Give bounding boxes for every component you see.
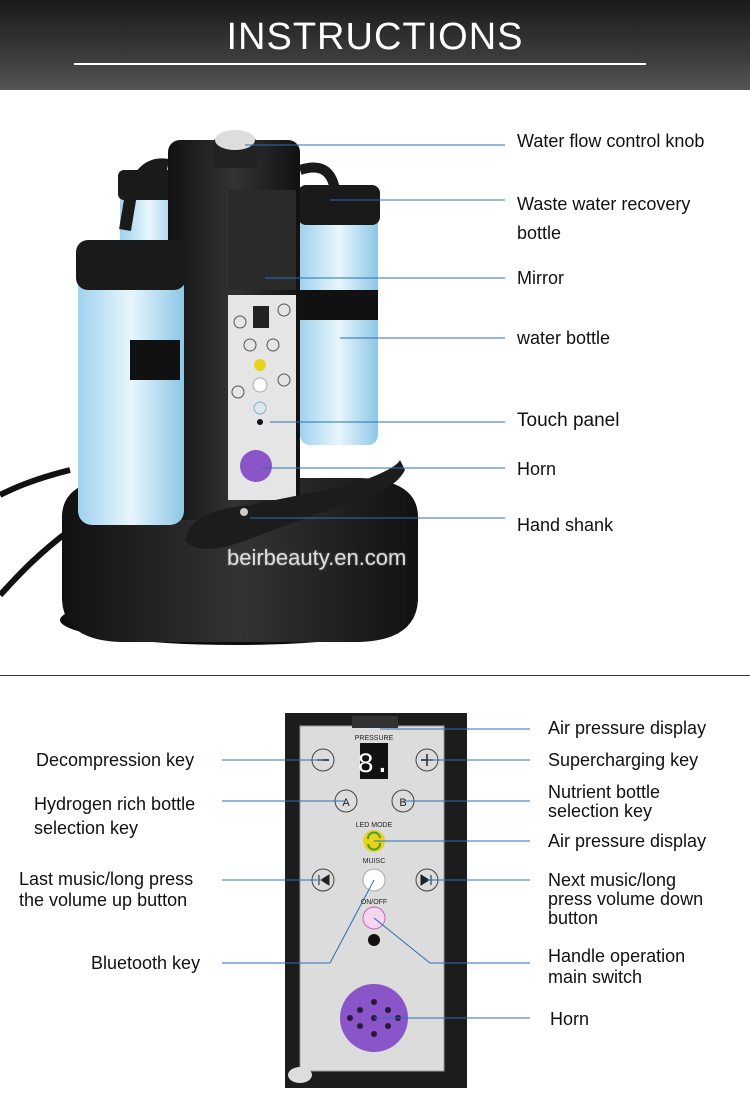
svg-text:A: A: [342, 797, 350, 809]
pressure-caption: PRESSURE: [355, 735, 394, 742]
prev-music-key: [311, 868, 335, 892]
svg-text:ON/OFF: ON/OFF: [361, 899, 387, 906]
decompression-key: [311, 748, 335, 772]
label-horn-detail: Horn: [550, 1009, 590, 1029]
svg-text:B: B: [399, 797, 406, 809]
svg-text:LED MODE: LED MODE: [356, 822, 393, 829]
horn-grille: [340, 984, 408, 1052]
label-waste-water-bottle: Waste water recovery bottle: [517, 194, 691, 243]
leader-lines: [245, 144, 505, 519]
water-bottle-left: [78, 255, 184, 525]
label-hydrogen-bottle-key: Hydrogen rich bottle selection key: [34, 794, 196, 838]
watermark: beirbeauty.en.com: [227, 545, 407, 570]
key-a: [334, 789, 358, 813]
pressure-digit: 8.: [357, 750, 391, 781]
title-underline: [74, 63, 646, 65]
label-horn: Horn: [517, 459, 557, 479]
device-illustration: [0, 130, 505, 645]
header-banner: INSTRUCTIONS: [0, 0, 750, 90]
page-title: INSTRUCTIONS: [226, 16, 524, 58]
label-touch-panel: Touch panel: [517, 410, 620, 431]
label-last-music-key: Last music/long press the volume up butt…: [19, 869, 194, 910]
section-divider: [0, 675, 750, 676]
label-supercharging-key: Supercharging key: [548, 750, 699, 770]
control-panel: [299, 725, 445, 1072]
key-b: [391, 789, 415, 813]
label-nutrient-bottle-key: Nutrient bottle selection key: [548, 782, 661, 821]
water-flow-knob: [215, 130, 255, 150]
pressure-display: [360, 743, 388, 779]
horn-small: [240, 450, 272, 482]
label-water-bottle: water bottle: [517, 328, 611, 348]
label-led-mode-display: Air pressure display: [548, 831, 707, 851]
led-mode-key: [363, 830, 385, 852]
label-air-pressure-display: Air pressure display: [548, 718, 707, 738]
mirror: [228, 190, 296, 290]
label-bluetooth-key: Bluetooth key: [91, 953, 201, 973]
onoff-key: [362, 906, 386, 930]
bluetooth-key: [362, 868, 386, 892]
label-hand-shank: Hand shank: [517, 515, 614, 535]
next-music-key: [415, 868, 439, 892]
hand-shank: [185, 460, 405, 549]
label-water-flow-knob: Water flow control knob: [517, 131, 705, 151]
label-next-music-key: Next music/long press volume down button: [548, 870, 704, 928]
label-decompression-key: Decompression key: [36, 750, 195, 770]
svg-text:MUISC: MUISC: [363, 858, 386, 865]
label-main-switch: Handle operation main switch: [548, 946, 686, 987]
supercharging-key: [415, 748, 439, 772]
label-mirror: Mirror: [517, 268, 564, 288]
